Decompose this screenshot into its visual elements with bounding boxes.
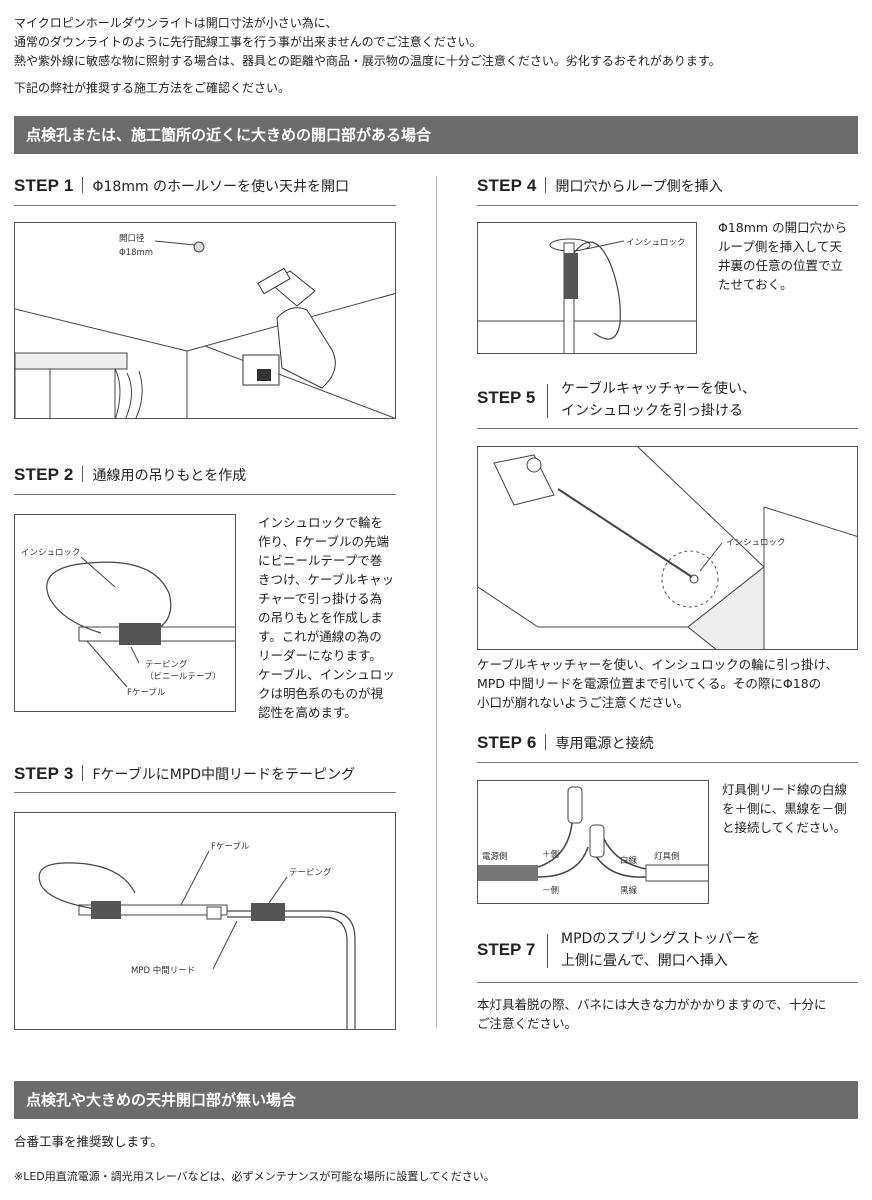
step-2-line: リーダーになります。 (258, 648, 382, 663)
step-7-line: 本灯具着脱の際、バネには大きな力がかかりますので、十分に (477, 997, 827, 1012)
step-5-illustration: インシュロック (477, 446, 858, 650)
step-6-heading: STEP 6 専用電源と接続 (477, 733, 653, 753)
step-6-label-plus: ＋側 (542, 849, 559, 860)
step-4-line: 井裏の任意の位置で立 (718, 258, 844, 273)
step-2-line: チャーで引っ掛ける為 (258, 591, 383, 606)
step-6-label-minus: －側 (542, 885, 559, 896)
step-7-title-line-1: MPDのスプリングストッパーを (561, 931, 761, 947)
step-2-label-insulock: インシュロック (21, 548, 81, 558)
step-7-line: ご注意ください。 (477, 1016, 578, 1031)
step-5-line: 小口が崩れないようご注意ください。 (477, 695, 690, 710)
step-4-line: たせておく。 (718, 277, 793, 292)
step-5-line: ケーブルキャッチャーを使い、インシュロックの輪に引っ掛け、 (477, 657, 839, 672)
intro-line-4: 下記の弊社が推奨する施工方法をご確認ください。 (14, 81, 291, 95)
intro-text: マイクロピンホールダウンライトは開口寸法が小さい為に、 通常のダウンライトのよう… (14, 14, 721, 98)
intro-line-2: 通常のダウンライトのように先行配線工事を行う事が出来ませんのでご注意ください。 (14, 35, 482, 49)
step-2-number: STEP 2 (14, 465, 74, 484)
footnote: ※LED用直流電源・調光用スレーバなどは、必ずメンテナンスが可能な場所に設置して… (14, 1170, 495, 1183)
step-1-label-hole: 開口径 (119, 233, 145, 244)
step-7-heading: STEP 7 MPDのスプリングストッパーを 上側に畳んで、開口へ挿入 (477, 928, 858, 974)
step-2-description: インシュロックで輪を 作り、Fケーブルの先端 にビニールテープで巻 きつけ、ケー… (258, 513, 408, 722)
step-2-heading: STEP 2 通線用の吊りもとを作成 (14, 465, 246, 485)
column-divider (436, 176, 437, 1028)
intro-line-3: 熱や紫外線に敏感な物に照射する場合は、器具との距離や商品・展示物の温度に十分ご注… (14, 54, 721, 68)
step-5-number: STEP 5 (477, 388, 536, 407)
section-banner-with-access: 点検孔または、施工箇所の近くに大きめの開口部がある場合 (14, 116, 858, 154)
step-5-description: ケーブルキャッチャーを使い、インシュロックの輪に引っ掛け、 MPD 中間リードを… (477, 655, 867, 712)
step-6-line: と接続してください。 (722, 820, 847, 835)
step-6-rule (477, 762, 858, 763)
step-7-title-line-2: 上側に畳んで、開口へ挿入 (561, 953, 728, 969)
step-2-title: 通線用の吊りもとを作成 (92, 468, 247, 484)
step-6-number: STEP 6 (477, 733, 537, 752)
step-7-number: STEP 7 (477, 940, 536, 959)
step-3-number: STEP 3 (14, 764, 74, 783)
step-4-description: Φ18mm の開口穴から ループ側を挿入して天 井裏の任意の位置で立 たせておく… (718, 218, 860, 294)
step-1-title: Φ18mm のホールソーを使い天井を開口 (92, 179, 350, 195)
step-5-rule (477, 428, 858, 429)
step-2-label-vinyl-tape: （ビニールテープ） (145, 671, 221, 682)
step-6-line: 灯具側リード線の白線 (722, 782, 848, 797)
intro-line-1: マイクロピンホールダウンライトは開口寸法が小さい為に、 (14, 16, 338, 30)
section-2-body: 合番工事を推奨致します。 (14, 1134, 163, 1149)
step-6-line: を＋側に、黒線を－側 (722, 801, 847, 816)
step-6-title: 専用電源と接続 (555, 736, 654, 752)
step-1-heading: STEP 1 Φ18mm のホールソーを使い天井を開口 (14, 176, 349, 196)
step-3-title: FケーブルにMPD中間リードをテーピング (92, 767, 355, 783)
step-3-label-f-cable: Fケーブル (211, 841, 250, 852)
step-2-line: クは明色系のものが視 (258, 686, 384, 701)
step-6-label-black-wire: 黒線 (620, 885, 638, 896)
step-6-label-fixture-side: 灯具側 (654, 851, 680, 862)
step-1-label-diameter: Φ18mm (119, 248, 153, 258)
step-4-label-insulock: インシュロック (626, 238, 686, 248)
step-4-heading: STEP 4 開口穴からループ側を挿入 (477, 176, 723, 196)
step-5-title-line-1: ケーブルキャッチャーを使い、 (561, 381, 757, 397)
step-2-label-f-cable: Fケーブル (127, 687, 166, 698)
step-2-line: 認性を高めます。 (258, 705, 357, 720)
step-4-title: 開口穴からループ側を挿入 (555, 179, 723, 195)
step-2-line: インシュロックで輪を (258, 515, 384, 530)
step-2-line: ケーブル、インシュロッ (258, 667, 395, 682)
step-3-heading: STEP 3 FケーブルにMPD中間リードをテーピング (14, 764, 355, 784)
step-4-line: Φ18mm の開口穴から (718, 220, 848, 235)
step-2-illustration: インシュロック テーピング （ビニールテープ） Fケーブル (14, 514, 236, 712)
step-4-line: ループ側を挿入して天 (718, 239, 842, 254)
step-2-label-taping: テーピング (145, 659, 188, 670)
step-5-title-line-2: インシュロックを引っ掛ける (561, 403, 743, 419)
step-7-rule (477, 982, 858, 983)
step-4-number: STEP 4 (477, 176, 537, 195)
step-5-line: MPD 中間リードを電源位置まで引いてくる。その際にΦ18の (477, 676, 822, 691)
step-6-label-power-side: 電源側 (482, 851, 508, 862)
step-4-rule (477, 205, 858, 206)
step-3-label-taping: テーピング (289, 867, 332, 878)
step-2-line: にビニールテープで巻 (258, 553, 383, 568)
step-3-illustration: Fケーブル テーピング MPD 中間リード (14, 812, 396, 1030)
step-1-rule (14, 205, 396, 206)
step-6-label-white-wire: 白線 (620, 855, 638, 866)
step-2-line: 作り、Fケーブルの先端 (258, 534, 389, 549)
step-4-illustration: インシュロック (477, 222, 697, 354)
step-2-line: す。これが通線の為の (258, 629, 382, 644)
step-7-description: 本灯具着脱の際、バネには大きな力がかかりますので、十分に ご注意ください。 (477, 995, 867, 1033)
step-6-description: 灯具側リード線の白線 を＋側に、黒線を－側 と接続してください。 (722, 780, 862, 837)
section-banner-no-access: 点検孔や大きめの天井開口部が無い場合 (14, 1081, 858, 1119)
step-2-line: きつけ、ケーブルキャッ (258, 572, 395, 587)
step-3-label-mpd-lead: MPD 中間リード (131, 965, 195, 976)
step-2-line: の吊りもとを作成しま (258, 610, 383, 625)
step-3-rule (14, 792, 396, 793)
step-6-illustration: 電源側 ＋側 －側 白線 黒線 灯具側 (477, 780, 709, 904)
step-2-rule (14, 494, 396, 495)
step-1-number: STEP 1 (14, 176, 74, 195)
step-5-label-insulock: インシュロック (726, 538, 786, 548)
step-1-illustration: 開口径 Φ18mm (14, 222, 396, 419)
